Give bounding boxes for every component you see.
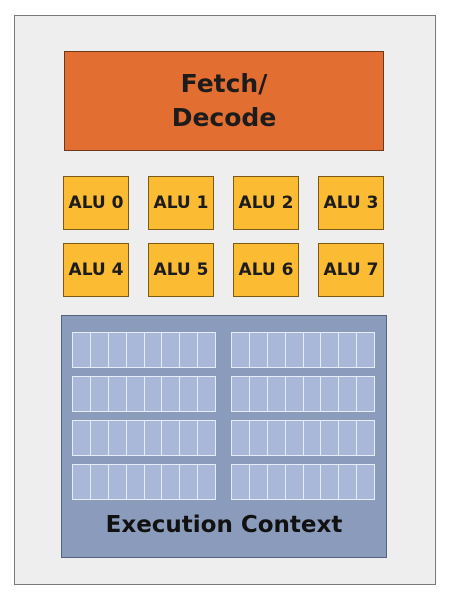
- register-cell: [321, 421, 340, 455]
- register-cell: [162, 333, 181, 367]
- register-cell: [232, 421, 250, 455]
- register-cell: [126, 421, 145, 455]
- register-cell: [90, 333, 109, 367]
- register-cell: [321, 465, 340, 499]
- register-cell: [180, 377, 199, 411]
- alu-label: ALU 5: [153, 260, 209, 280]
- register-cell: [126, 377, 145, 411]
- alu-label: ALU 6: [238, 260, 294, 280]
- register-cell: [198, 465, 215, 499]
- alu-block: ALU 0: [63, 176, 129, 230]
- register-cell: [162, 377, 181, 411]
- register-block: [72, 464, 216, 500]
- register-cell: [144, 377, 163, 411]
- register-cell: [357, 465, 374, 499]
- register-cell: [303, 333, 322, 367]
- register-cell: [339, 377, 358, 411]
- register-cell: [180, 465, 199, 499]
- register-cell: [162, 421, 181, 455]
- register-cell: [232, 333, 250, 367]
- register-block: [231, 376, 375, 412]
- register-cell: [198, 377, 215, 411]
- register-cell: [285, 421, 304, 455]
- execution-context: Execution Context: [61, 315, 387, 558]
- register-block: [72, 376, 216, 412]
- alu-block: ALU 2: [233, 176, 299, 230]
- alu-block: ALU 5: [148, 243, 214, 297]
- register-cell: [144, 421, 163, 455]
- alu-label: ALU 0: [68, 193, 124, 213]
- alu-block: ALU 3: [318, 176, 384, 230]
- register-cell: [144, 333, 163, 367]
- register-block: [72, 420, 216, 456]
- register-cell: [73, 333, 91, 367]
- register-cell: [285, 333, 304, 367]
- register-cell: [108, 465, 127, 499]
- register-cell: [108, 377, 127, 411]
- register-cell: [267, 421, 286, 455]
- register-cell: [198, 333, 215, 367]
- register-cell: [90, 421, 109, 455]
- alu-block: ALU 6: [233, 243, 299, 297]
- register-cell: [180, 421, 199, 455]
- alu-label: ALU 7: [323, 260, 379, 280]
- fetch-decode-label: Fetch/ Decode: [171, 69, 277, 132]
- alu-block: ALU 1: [148, 176, 214, 230]
- register-cell: [267, 333, 286, 367]
- register-cell: [321, 333, 340, 367]
- register-cell: [285, 377, 304, 411]
- alu-label: ALU 4: [68, 260, 124, 280]
- register-cell: [321, 377, 340, 411]
- register-cell: [267, 377, 286, 411]
- execution-context-label: Execution Context: [105, 512, 343, 538]
- register-cell: [90, 377, 109, 411]
- register-block: [231, 420, 375, 456]
- register-cell: [357, 421, 374, 455]
- register-cell: [180, 333, 199, 367]
- register-cell: [232, 377, 250, 411]
- register-block: [231, 332, 375, 368]
- register-cell: [73, 465, 91, 499]
- register-cell: [339, 333, 358, 367]
- register-cell: [73, 377, 91, 411]
- alu-block: ALU 7: [318, 243, 384, 297]
- fetch-decode-block: Fetch/ Decode: [64, 51, 384, 151]
- register-cell: [108, 333, 127, 367]
- register-cell: [339, 421, 358, 455]
- register-cell: [232, 465, 250, 499]
- register-cell: [357, 377, 374, 411]
- register-cell: [249, 421, 268, 455]
- register-cell: [198, 421, 215, 455]
- register-cell: [144, 465, 163, 499]
- register-cell: [126, 465, 145, 499]
- register-cell: [339, 465, 358, 499]
- register-cell: [162, 465, 181, 499]
- register-cell: [303, 465, 322, 499]
- register-cell: [267, 465, 286, 499]
- alu-label: ALU 1: [153, 193, 209, 213]
- alu-block: ALU 4: [63, 243, 129, 297]
- register-cell: [249, 333, 268, 367]
- register-cell: [303, 377, 322, 411]
- register-cell: [90, 465, 109, 499]
- register-block: [72, 332, 216, 368]
- register-cell: [73, 421, 91, 455]
- register-cell: [285, 465, 304, 499]
- register-cell: [357, 333, 374, 367]
- register-cell: [249, 377, 268, 411]
- register-cell: [249, 465, 268, 499]
- alu-label: ALU 2: [238, 193, 294, 213]
- register-block: [231, 464, 375, 500]
- alu-label: ALU 3: [323, 193, 379, 213]
- register-cell: [108, 421, 127, 455]
- register-cell: [126, 333, 145, 367]
- register-cell: [303, 421, 322, 455]
